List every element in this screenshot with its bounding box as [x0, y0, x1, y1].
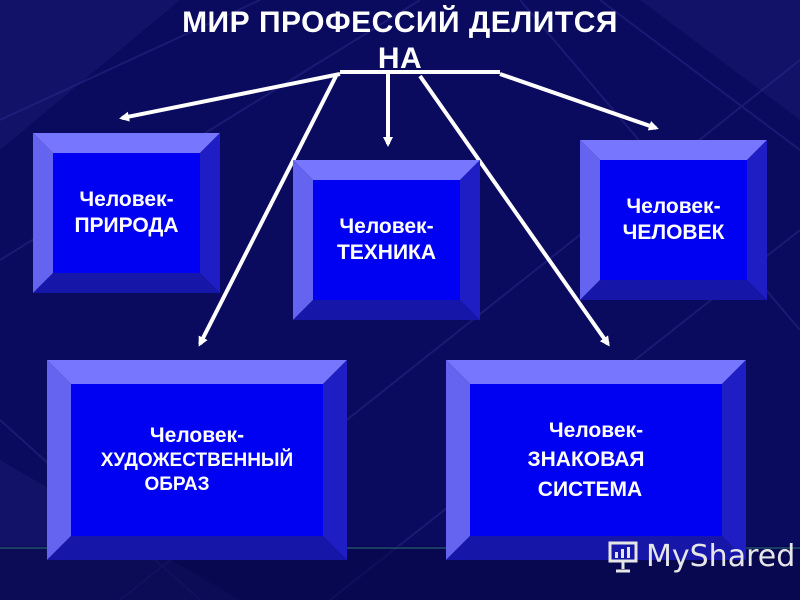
- box-human-human: Человек- ЧЕЛОВЕК: [580, 140, 767, 300]
- arrow-to-human: [499, 72, 659, 131]
- diagram-title-line-2: НА: [377, 42, 423, 75]
- watermark-text: MyShared: [646, 538, 796, 574]
- box-human-art: Человек- ХУДОЖЕСТВЕННЫЙ ОБРАЗ: [47, 360, 347, 560]
- diagram-title-line-1: МИР ПРОФЕССИЙ ДЕЛИТСЯ: [182, 6, 618, 39]
- bevel-frame: [446, 360, 746, 560]
- bevel-frame: [33, 133, 220, 293]
- box-human-line-2: ЧЕЛОВЕК: [622, 221, 725, 244]
- arrow-to-sign: [418, 74, 610, 347]
- box-human-sign-system: Человек- ЗНАКОВАЯ СИСТЕМА: [446, 360, 746, 560]
- box-tech-line-2: ТЕХНИКА: [336, 241, 437, 264]
- arrow-to-nature: [119, 72, 341, 122]
- box-human-line-1: Человек-: [626, 194, 721, 218]
- box-art-line-3: ОБРАЗ: [144, 474, 210, 496]
- presentation-board-icon: [608, 541, 638, 573]
- box-sign-line-1: Человек-: [548, 418, 644, 442]
- bevel-frame: [47, 360, 347, 560]
- box-tech-line-1: Человек-: [339, 214, 434, 238]
- box-art-line-2: ХУДОЖЕСТВЕННЫЙ: [100, 450, 294, 472]
- bevel-frame: [580, 140, 767, 300]
- box-nature-line-1: Человек-: [79, 187, 174, 211]
- box-human-nature: Человек- ПРИРОДА: [33, 133, 220, 293]
- box-human-tech: Человек- ТЕХНИКА: [293, 160, 480, 320]
- box-art-line-1: Человек-: [149, 424, 245, 448]
- box-sign-line-3: СИСТЕМА: [537, 477, 643, 501]
- bevel-frame: [293, 160, 480, 320]
- watermark: MyShared: [606, 536, 796, 576]
- box-sign-line-2: ЗНАКОВАЯ: [527, 448, 645, 472]
- arrow-to-art: [198, 75, 338, 347]
- box-nature-line-2: ПРИРОДА: [74, 214, 179, 237]
